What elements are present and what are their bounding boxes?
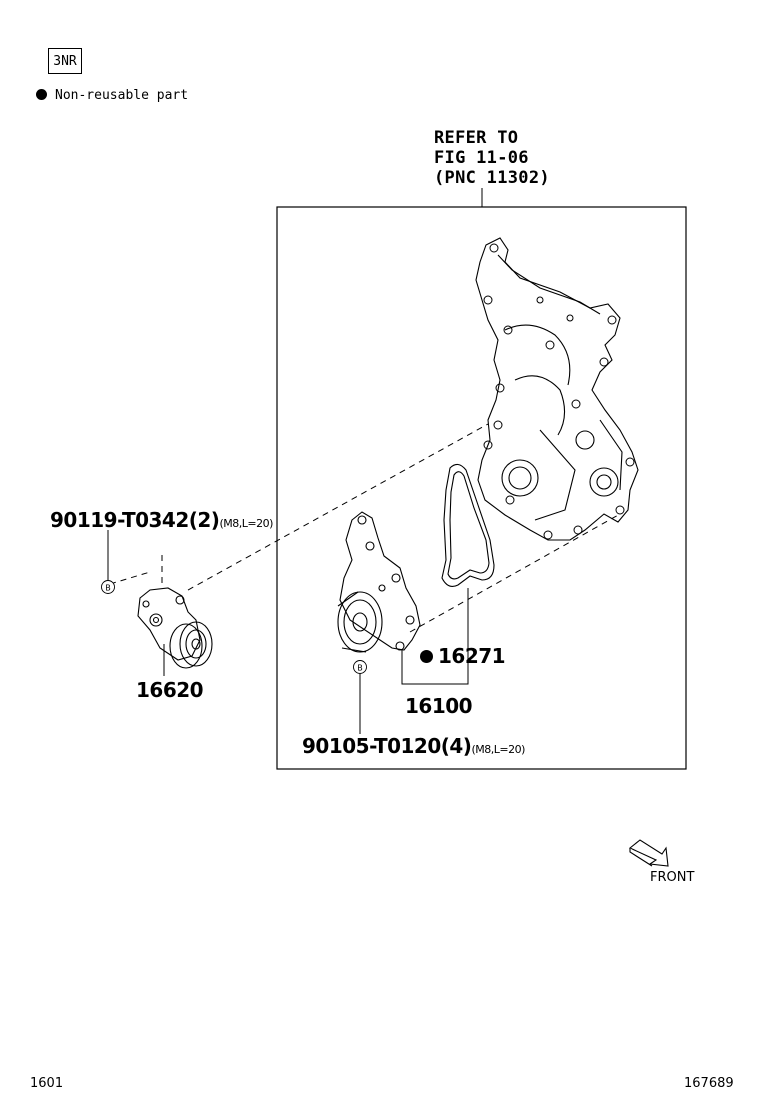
bolt-lower-spec: (M8,L=20) <box>471 743 525 756</box>
bolt-marker-label-upper: B <box>105 584 111 593</box>
engine-code-badge: 3NR <box>48 48 82 74</box>
part-label-tensioner[interactable]: 16620 <box>136 678 204 702</box>
page-code: 1601 <box>30 1076 64 1091</box>
legend: Non-reusable part <box>36 88 188 103</box>
bolt-lower-number: 90105-T0120(4) <box>302 734 472 758</box>
assembly-frame <box>276 206 687 770</box>
front-label: FRONT <box>650 870 695 885</box>
part-label-gasket[interactable]: 16271 <box>420 644 506 668</box>
refer-line-3: (PNC 11302) <box>434 168 550 188</box>
water-pump-illustration <box>337 511 421 653</box>
bolt-upper-number: 90119-T0342(2) <box>50 508 220 532</box>
legend-text: Non-reusable part <box>55 88 189 103</box>
non-reusable-dot-icon <box>420 650 433 663</box>
front-arrow-icon <box>628 839 669 867</box>
figure-id: 167689 <box>684 1076 734 1091</box>
timing-cover-illustration <box>475 237 639 541</box>
part-label-bolt-upper[interactable]: 90119-T0342(2)(M8,L=20) <box>50 508 273 532</box>
leader-lines <box>107 530 469 734</box>
assembly-guide-lines <box>109 423 621 633</box>
refer-line-2: FIG 11-06 <box>434 148 529 168</box>
part-label-bolt-lower[interactable]: 90105-T0120(4)(M8,L=20) <box>302 734 525 758</box>
part-label-water-pump[interactable]: 16100 <box>405 694 473 718</box>
bolt-upper-spec: (M8,L=20) <box>219 517 273 530</box>
gasket-illustration <box>441 463 495 587</box>
gasket-number: 16271 <box>438 644 506 668</box>
refer-line-1: REFER TO <box>434 128 519 148</box>
bolt-marker-label-lower: B <box>357 664 363 673</box>
tensioner-illustration <box>137 587 213 669</box>
non-reusable-dot-icon <box>36 89 47 100</box>
refer-to-note: REFER TO FIG 11-06 (PNC 11302) <box>434 128 550 188</box>
bolt-callout-markers <box>101 580 367 674</box>
